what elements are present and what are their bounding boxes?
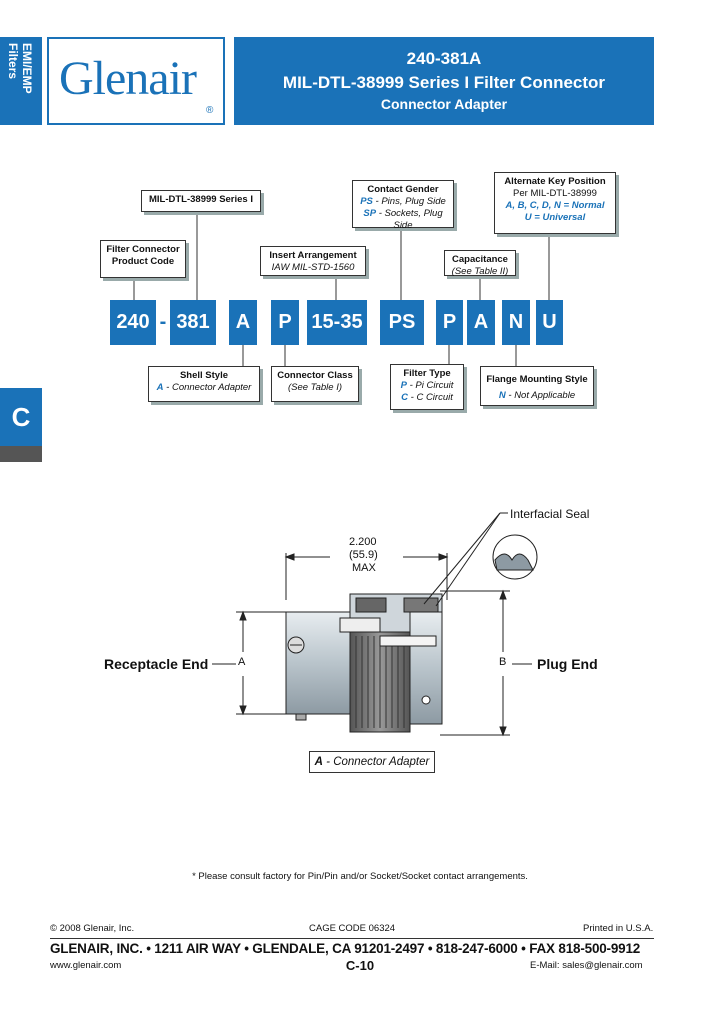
callout-flange-title: Flange Mounting Style (486, 374, 588, 385)
callout-class-line1: Connector Class (277, 370, 353, 381)
flange-text: - Not Applicable (505, 390, 576, 401)
company-address: GLENAIR, INC. • 1211 AIR WAY • GLENDALE,… (50, 941, 641, 956)
callout-capacitance: Capacitance (See Table II) (444, 250, 516, 277)
registered-mark: ® (206, 105, 214, 116)
interfacial-seal-label: Interfacial Seal (510, 507, 590, 521)
callout-filter-code-line1: Filter Connector (106, 244, 180, 255)
page-subtitle: Connector Adapter (380, 96, 508, 112)
flange-code: N (498, 390, 506, 401)
gender-sp-text: - Sockets, Plug Side (376, 208, 443, 231)
footer-divider (50, 938, 654, 939)
shell-text: - Connector Adapter (163, 382, 252, 393)
ftype-p-text: - Pi Circuit (406, 380, 454, 391)
callout-class-line2: (See Table I) (287, 382, 343, 393)
callout-flange-mounting: Flange Mounting Style N - Not Applicable (480, 366, 594, 406)
shell-code: A (156, 382, 164, 393)
pn-segment-filter-type: P (436, 300, 463, 345)
ftype-c-code: C (401, 392, 408, 403)
caption-text: - Connector Adapter (322, 756, 430, 768)
callout-ftype-title: Filter Type (403, 368, 451, 379)
pn-segment-insert: 15-35 (307, 300, 367, 345)
ftype-p-code: P (400, 380, 407, 391)
callout-gender-title: Contact Gender (367, 184, 439, 195)
cage-code: CAGE CODE 06324 (309, 923, 396, 934)
callout-shell-style: Shell Style A - Connector Adapter (148, 366, 260, 402)
page-title-part: 240-381A (406, 49, 482, 68)
page-title-banner: 240-381A MIL-DTL-38999 Series I Filter C… (234, 37, 654, 125)
callout-connector-class: Connector Class (See Table I) (271, 366, 359, 402)
caption-code: A (314, 756, 323, 768)
dimension-max: MAX (352, 562, 376, 574)
website-link[interactable]: www.glenair.com (50, 960, 122, 971)
dimension-a-label: A (238, 656, 246, 668)
section-side-tab: EMI/EMP Filters (0, 37, 42, 125)
callout-key-title: Alternate Key Position (504, 176, 606, 187)
side-tab-label: EMI/EMP Filters (6, 43, 34, 94)
plug-end-label: Plug End (537, 656, 598, 672)
section-tab-shadow (0, 446, 42, 462)
receptacle-end-label: Receptacle End (104, 656, 209, 672)
callout-insert-line2: IAW MIL-STD-1560 (271, 262, 355, 273)
pn-segment-381: 381 (170, 300, 216, 345)
callout-filter-product-code: Filter Connector Product Code (100, 240, 186, 278)
dimension-b-label: B (499, 656, 507, 668)
callout-mil-series: MIL-DTL-38999 Series I (141, 190, 261, 212)
gender-ps-code: PS (360, 196, 373, 207)
callout-key-line4: U = Universal (524, 212, 586, 223)
footnote: * Please consult factory for Pin/Pin and… (192, 871, 528, 882)
callout-cap-line1: Capacitance (452, 254, 508, 265)
dimension-mm: (55.9) (349, 549, 378, 561)
callout-alternate-key: Alternate Key Position Per MIL-DTL-38999… (494, 172, 616, 234)
callout-contact-gender: Contact Gender PS - Pins, Plug Side SP -… (352, 180, 454, 231)
printed-in: Printed in U.S.A. (583, 923, 654, 934)
glenair-logo[interactable]: Glenair ® (47, 37, 225, 125)
callout-mil-series-text: MIL-DTL-38999 Series I (148, 194, 253, 205)
gender-sp-code: SP (363, 208, 377, 219)
pn-segment-shell: A (229, 300, 257, 345)
pn-dash: - (159, 311, 167, 333)
logo-wordmark: Glenair (59, 52, 197, 105)
pn-segment-flange: N (502, 300, 530, 345)
copyright: © 2008 Glenair, Inc. (50, 923, 135, 934)
callout-insert-line1: Insert Arrangement (269, 250, 357, 261)
callout-shell-title: Shell Style (179, 370, 229, 381)
page-title: MIL-DTL-38999 Series I Filter Connector (282, 73, 606, 92)
callout-cap-line2: (See Table II) (451, 266, 509, 277)
email-link[interactable]: E-Mail: sales@glenair.com (530, 960, 643, 971)
callout-key-line2: Per MIL-DTL-38999 (513, 188, 597, 199)
callout-filter-code-line2: Product Code (111, 256, 175, 267)
drawing-caption: A - Connector Adapter (309, 751, 435, 773)
callout-key-line3: A, B, C, D, N = Normal (505, 200, 605, 211)
callout-insert-arrangement: Insert Arrangement IAW MIL-STD-1560 (260, 246, 366, 276)
page-number: C-10 (345, 958, 375, 973)
section-c-tab[interactable]: C (0, 388, 42, 446)
gender-ps-text: - Pins, Plug Side (372, 196, 446, 207)
pn-segment-class: P (271, 300, 299, 345)
ftype-c-text: - C Circuit (408, 392, 453, 403)
dimension-inches: 2.200 (349, 536, 377, 548)
pn-segment-key: U (536, 300, 563, 345)
pn-segment-240: 240 (110, 300, 156, 345)
pn-segment-capacitance: A (467, 300, 495, 345)
pn-segment-gender: PS (380, 300, 424, 345)
callout-filter-type: Filter Type P - Pi Circuit C - C Circuit (390, 364, 464, 410)
